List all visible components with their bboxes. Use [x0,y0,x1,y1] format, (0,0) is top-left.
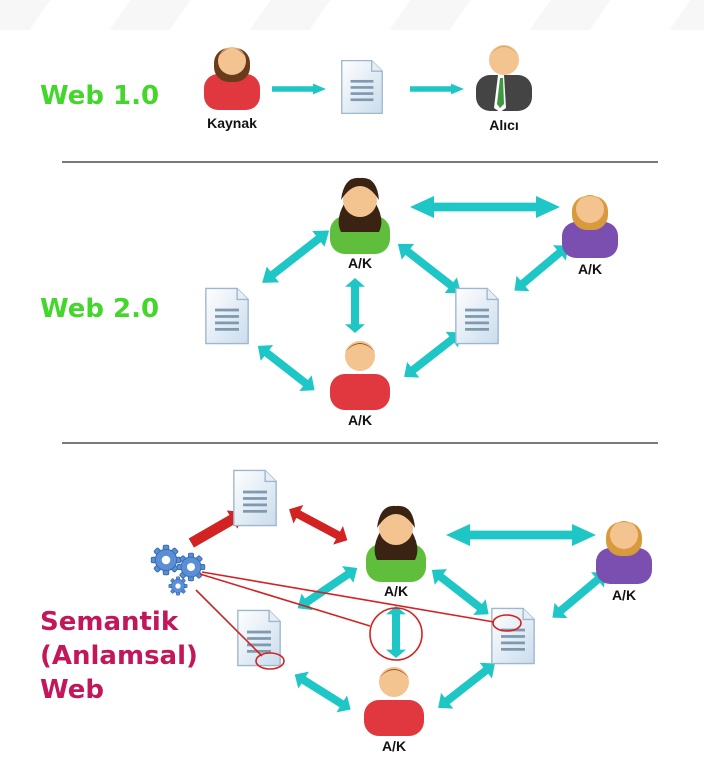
web1-receiver-person-icon [476,45,532,112]
gears-icon [150,544,206,596]
arrow-right-2 [410,83,464,95]
label-ak-semantic-purple: A/K [611,587,637,603]
semantic-arrow-right-up [425,562,495,623]
semantic-title-line-3: Web [40,675,104,705]
semantic-person-purple-icon [596,521,652,584]
web2-person-purple-icon [562,195,618,258]
arrow-right-1 [272,83,326,95]
semantic-arrow-top [446,524,596,546]
semantic-arrow-vertical [386,606,406,658]
semantic-arrow-left-down [289,666,356,718]
semantic-links [195,571,522,670]
bidirectional-arrow-left-up [256,222,336,291]
web2-person-red-icon [330,341,390,410]
label-ak-web2-purple: A/K [577,261,603,277]
web1-title: Web 1.0 [40,81,160,111]
semantic-person-red-icon [364,667,424,736]
semantic-arrow-right-down [432,655,502,716]
semantic-title-line-1: Semantik [40,607,179,637]
bidirectional-arrow-top [410,196,560,218]
bidirectional-arrow-left-down [251,338,321,399]
web2-document-right-icon [454,287,500,345]
label-receiver: Alıcı [489,117,519,133]
web2-title: Web 2.0 [40,294,160,324]
semantic-person-green-icon [366,505,426,582]
web1-document-icon [340,59,384,115]
semantic-arrow-left-up [292,559,363,617]
semantic-title-line-2: (Anlamsal) [40,641,198,671]
web1-source-person-icon [204,47,260,110]
red-bidirectional-arrow [284,500,353,550]
label-ak-semantic-red: A/K [381,738,407,754]
label-ak-semantic-green: A/K [383,583,409,599]
semantic-web-title: Semantik (Anlamsal) Web [40,605,198,707]
label-source: Kaynak [207,115,257,131]
label-ak-web2-red: A/K [347,412,373,428]
web2-document-left-icon [204,287,250,345]
semantic-document-top-icon [232,469,278,527]
label-ak-web2-green: A/K [347,255,373,271]
web2-person-green-icon [330,177,390,254]
bidirectional-arrow-vertical [345,278,365,333]
